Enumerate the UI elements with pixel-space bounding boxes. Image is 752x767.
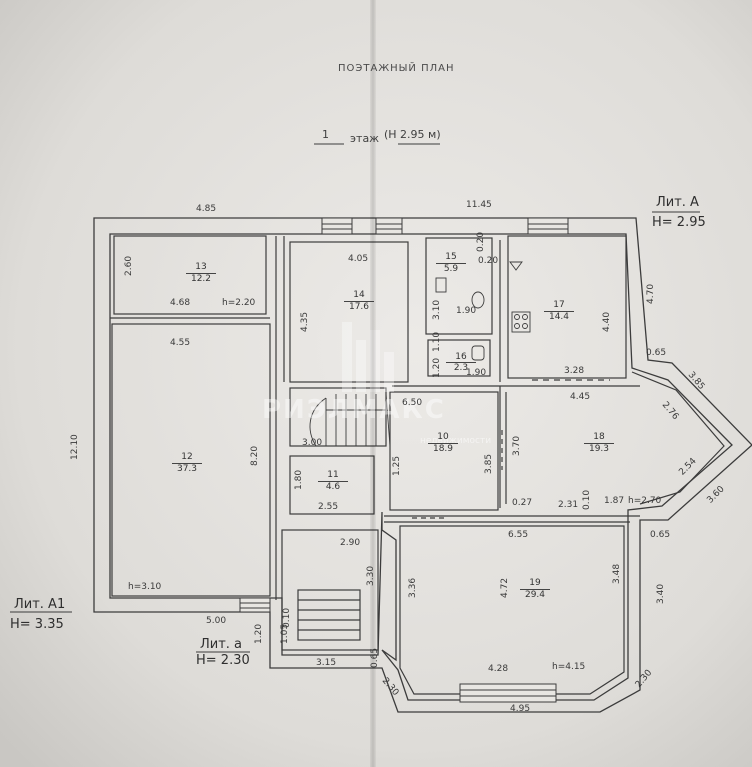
- dim-left-total: 12.10: [70, 434, 80, 460]
- dim-porch-f: 1.05: [280, 623, 290, 644]
- watermark-building-icon: [342, 322, 394, 392]
- dim-porch-b: 3.30: [366, 565, 376, 586]
- room-18-area: 19.3: [584, 443, 614, 454]
- room-16-area: 2.3: [446, 362, 476, 373]
- dim-r19-h: 3.40: [656, 583, 666, 604]
- dim-r19-w: 6.55: [508, 530, 529, 540]
- dim-r18-a: 0.27: [512, 498, 533, 508]
- room-15-area: 5.9: [436, 263, 466, 274]
- dim-r14-w: 4.05: [348, 254, 369, 264]
- dim-r19-hh: h=4.15: [552, 662, 586, 672]
- dim-top-right: 11.45: [466, 200, 492, 210]
- lit-small-a-name: Лит. а: [200, 637, 243, 652]
- dim-r10-b: 3.70: [512, 435, 522, 456]
- watermark-sub: недвижимости: [420, 436, 492, 446]
- lit-a1-height: Н= 3.35: [10, 617, 64, 632]
- dim-porch-e: 1.20: [254, 623, 264, 644]
- dim-r15-h: 3.10: [432, 299, 442, 320]
- dim-r15-a: 0.20: [476, 231, 486, 252]
- dim-r19-b: 4.72: [500, 577, 510, 598]
- room-13-number: 13: [195, 262, 207, 272]
- floor-word: этаж: [350, 132, 380, 145]
- dim-r18-d: 1.87: [604, 496, 625, 506]
- room-17-number: 17: [553, 300, 565, 310]
- lit-a1-name: Лит. А1: [14, 597, 66, 612]
- fixtures: [435, 261, 531, 361]
- dim-r11-h: 1.80: [294, 469, 304, 490]
- dim-r19-d: 4.28: [488, 664, 509, 674]
- dim-r16-w: 1.90: [466, 368, 487, 378]
- windows: [239, 217, 569, 703]
- room-14-number: 14: [353, 290, 365, 300]
- room-10-number: 10: [437, 432, 449, 442]
- room-19-number: 19: [529, 578, 541, 588]
- dim-r13-w: 4.68: [170, 298, 191, 308]
- dim-r10-w: 6.50: [402, 398, 423, 408]
- dim-r19-a: 3.36: [408, 577, 418, 598]
- dim-porch-c: 3.15: [316, 658, 337, 668]
- room-18-number: 18: [593, 432, 605, 442]
- room-13-area: 12.2: [186, 273, 216, 284]
- dim-r19-e: 4.95: [510, 704, 531, 714]
- dim-porch-a: 2.90: [340, 538, 361, 548]
- dim-r18-w: 4.45: [570, 392, 591, 402]
- room-11-area: 4.6: [318, 481, 348, 492]
- staircase: [309, 393, 391, 447]
- dim-065a: 0.65: [646, 348, 667, 358]
- lit-a-name: Лит. А: [656, 195, 699, 210]
- dim-r10-a: 3.00: [302, 438, 323, 448]
- dim-r16-a: 1.10: [432, 331, 442, 352]
- dim-r15-w: 1.90: [456, 306, 477, 316]
- title-lines: [10, 143, 700, 653]
- dim-r18-c: 0.10: [582, 489, 592, 510]
- room-10-area: 18.9: [428, 443, 458, 454]
- dim-right-h: 4.70: [646, 283, 656, 304]
- dim-r17-h: 4.40: [602, 311, 612, 332]
- interior-walls: [110, 235, 725, 695]
- room-15-number: 15: [445, 252, 457, 262]
- room-12-area: 37.3: [172, 463, 202, 474]
- watermark: РИЭЛМАКС: [262, 395, 446, 425]
- dim-r16-b: 1.20: [432, 357, 442, 378]
- dim-r17-w: 3.28: [564, 366, 585, 376]
- room-19-area: 29.4: [520, 589, 550, 600]
- floor-height: (Н 2.95 м): [384, 128, 441, 141]
- lit-small-a-height: Н= 2.30: [196, 653, 250, 668]
- room-17-area: 14.4: [544, 311, 574, 322]
- dim-r12-w: 4.55: [170, 338, 191, 348]
- dim-r10-h: 3.85: [484, 453, 494, 474]
- room-16-number: 16: [455, 352, 467, 362]
- dim-r15-b: 0.20: [478, 256, 499, 266]
- room-14-area: 17.6: [344, 301, 374, 312]
- room-11-number: 11: [327, 470, 339, 480]
- room-12-number: 12: [181, 452, 193, 462]
- lit-a-height: Н= 2.95: [652, 215, 706, 230]
- dim-r12-hh: h=3.10: [128, 582, 162, 592]
- dim-porch-g: 0.65: [370, 647, 380, 668]
- dim-top-left: 4.85: [196, 204, 217, 214]
- outer-walls: [93, 217, 752, 713]
- paper-fold: [370, 0, 376, 767]
- dim-065b: 0.65: [650, 530, 671, 540]
- dim-r10-c: 1.25: [392, 455, 402, 476]
- dim-r18-e: h=2.70: [628, 496, 662, 506]
- plan-title: ПОЭТАЖНЫЙ ПЛАН: [338, 63, 455, 74]
- dim-r18-b: 2.31: [558, 500, 579, 510]
- dim-r13-h: 2.60: [124, 255, 134, 276]
- dim-r19-c: 3.48: [612, 563, 622, 584]
- dim-bottom-left: 5.00: [206, 616, 227, 626]
- floor-number: 1: [322, 128, 329, 141]
- dim-r13-hh: h=2.20: [222, 298, 256, 308]
- dim-r11-w: 2.55: [318, 502, 339, 512]
- dim-r14-h: 4.35: [300, 311, 310, 332]
- dim-r12-h: 8.20: [250, 445, 260, 466]
